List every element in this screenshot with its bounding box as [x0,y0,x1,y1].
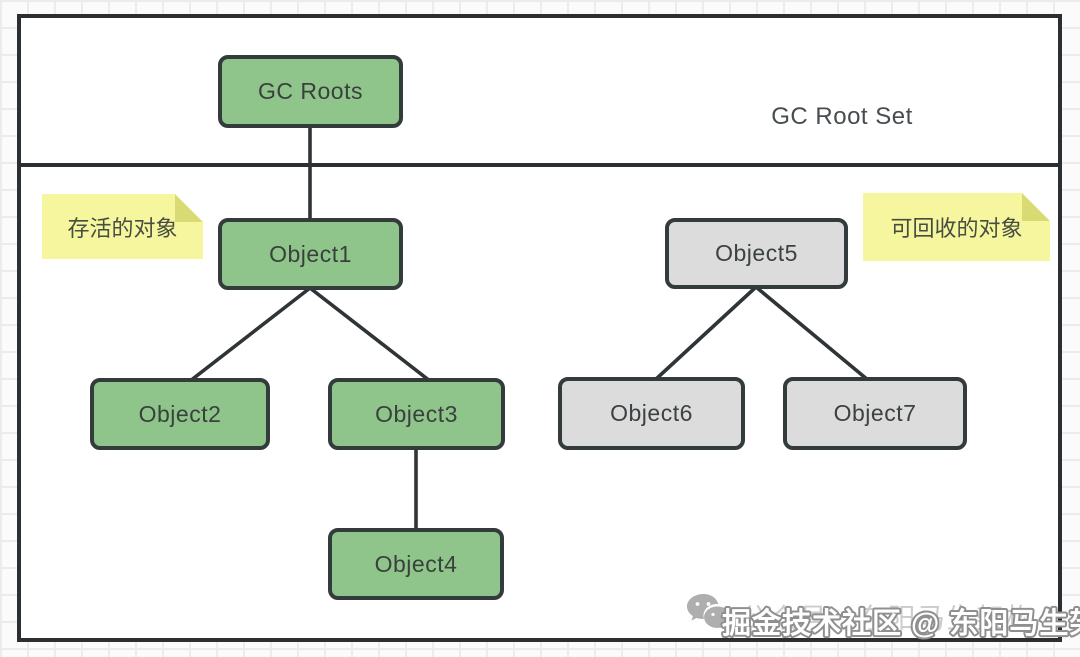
gc-root-set-label: GC Root Set [771,103,913,130]
node-label: Object3 [375,400,458,427]
node-object3: Object3 [328,378,505,450]
node-object7: Object7 [783,377,967,450]
node-object6: Object6 [558,377,745,450]
wechat-icon [687,594,731,630]
node-label: Object7 [833,400,917,426]
node-label: Object1 [269,240,352,267]
node-object4: Object4 [328,528,504,600]
note-text: 存活的对象 [67,215,178,241]
note-live-objects: 存活的对象 [42,194,203,259]
node-object2: Object2 [90,378,270,450]
node-label: Object5 [715,240,798,266]
note-text: 可回收的对象 [890,216,1023,241]
node-label: Object4 [374,550,458,577]
node-label: GC Roots [258,78,363,104]
root-set-divider [21,163,1058,167]
node-label: Object2 [138,400,222,427]
note-collectable-objects: 可回收的对象 [863,193,1050,261]
node-gc-roots: GC Roots [218,55,403,128]
node-object5: Object5 [665,218,848,289]
wechat-watermark-text: 公众号：东阳马生架构 [740,603,1036,634]
node-object1: Object1 [218,218,403,290]
node-label: Object6 [610,400,693,426]
